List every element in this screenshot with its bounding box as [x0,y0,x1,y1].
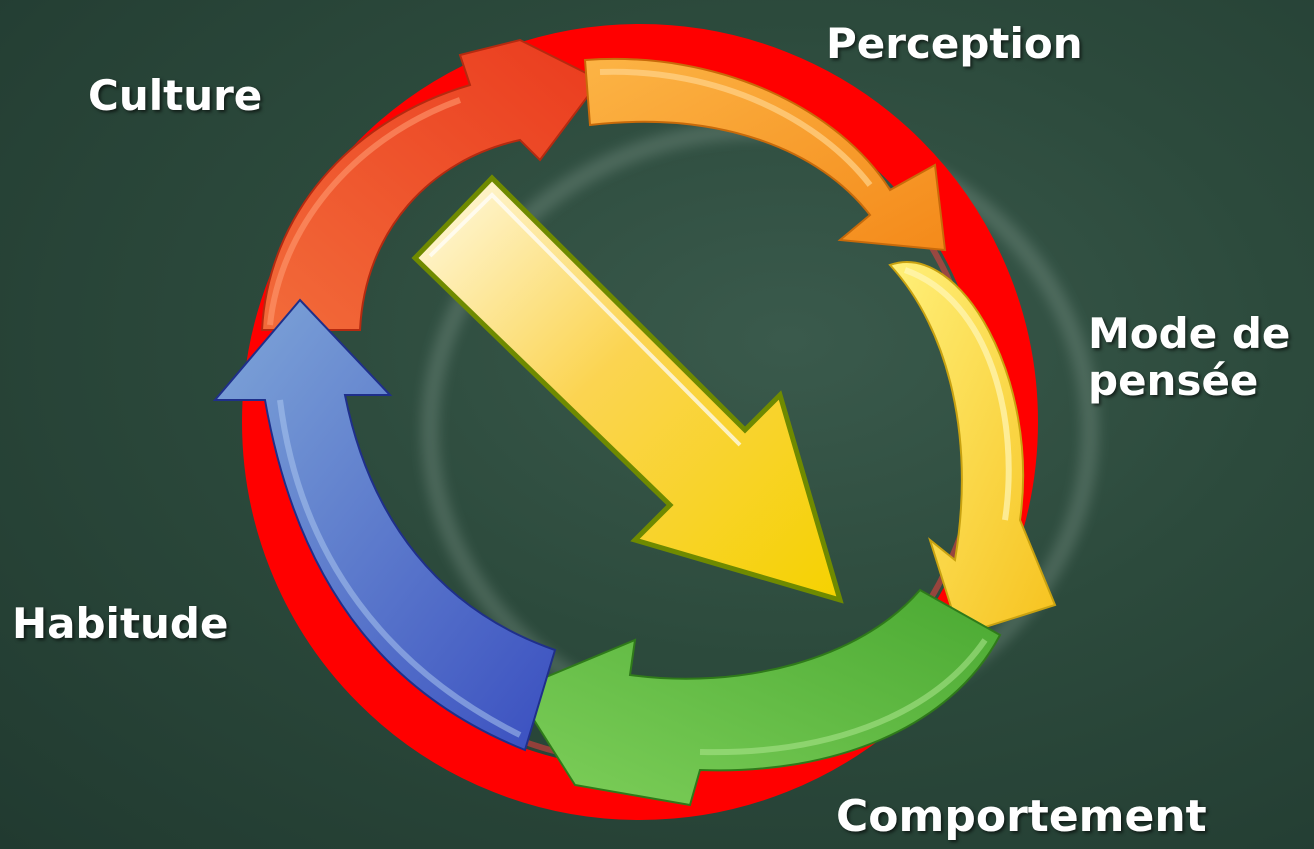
habitude-arrow [212,298,557,752]
culture-arrow [260,38,602,331]
label-mode-de-pensee: Mode de pensée [1088,310,1290,404]
perception-arrow [583,58,947,252]
label-comportement: Comportement [836,791,1207,842]
label-habitude: Habitude [12,599,229,648]
mode-de-pensee-arrow [888,261,1057,637]
comportement-arrow [513,588,1002,807]
label-culture: Culture [88,71,263,120]
label-perception: Perception [826,19,1083,68]
label-mode-line-2: pensée [1088,356,1259,406]
label-mode-line-1: Mode de [1088,309,1291,358]
center-diagonal-arrow [411,174,844,604]
